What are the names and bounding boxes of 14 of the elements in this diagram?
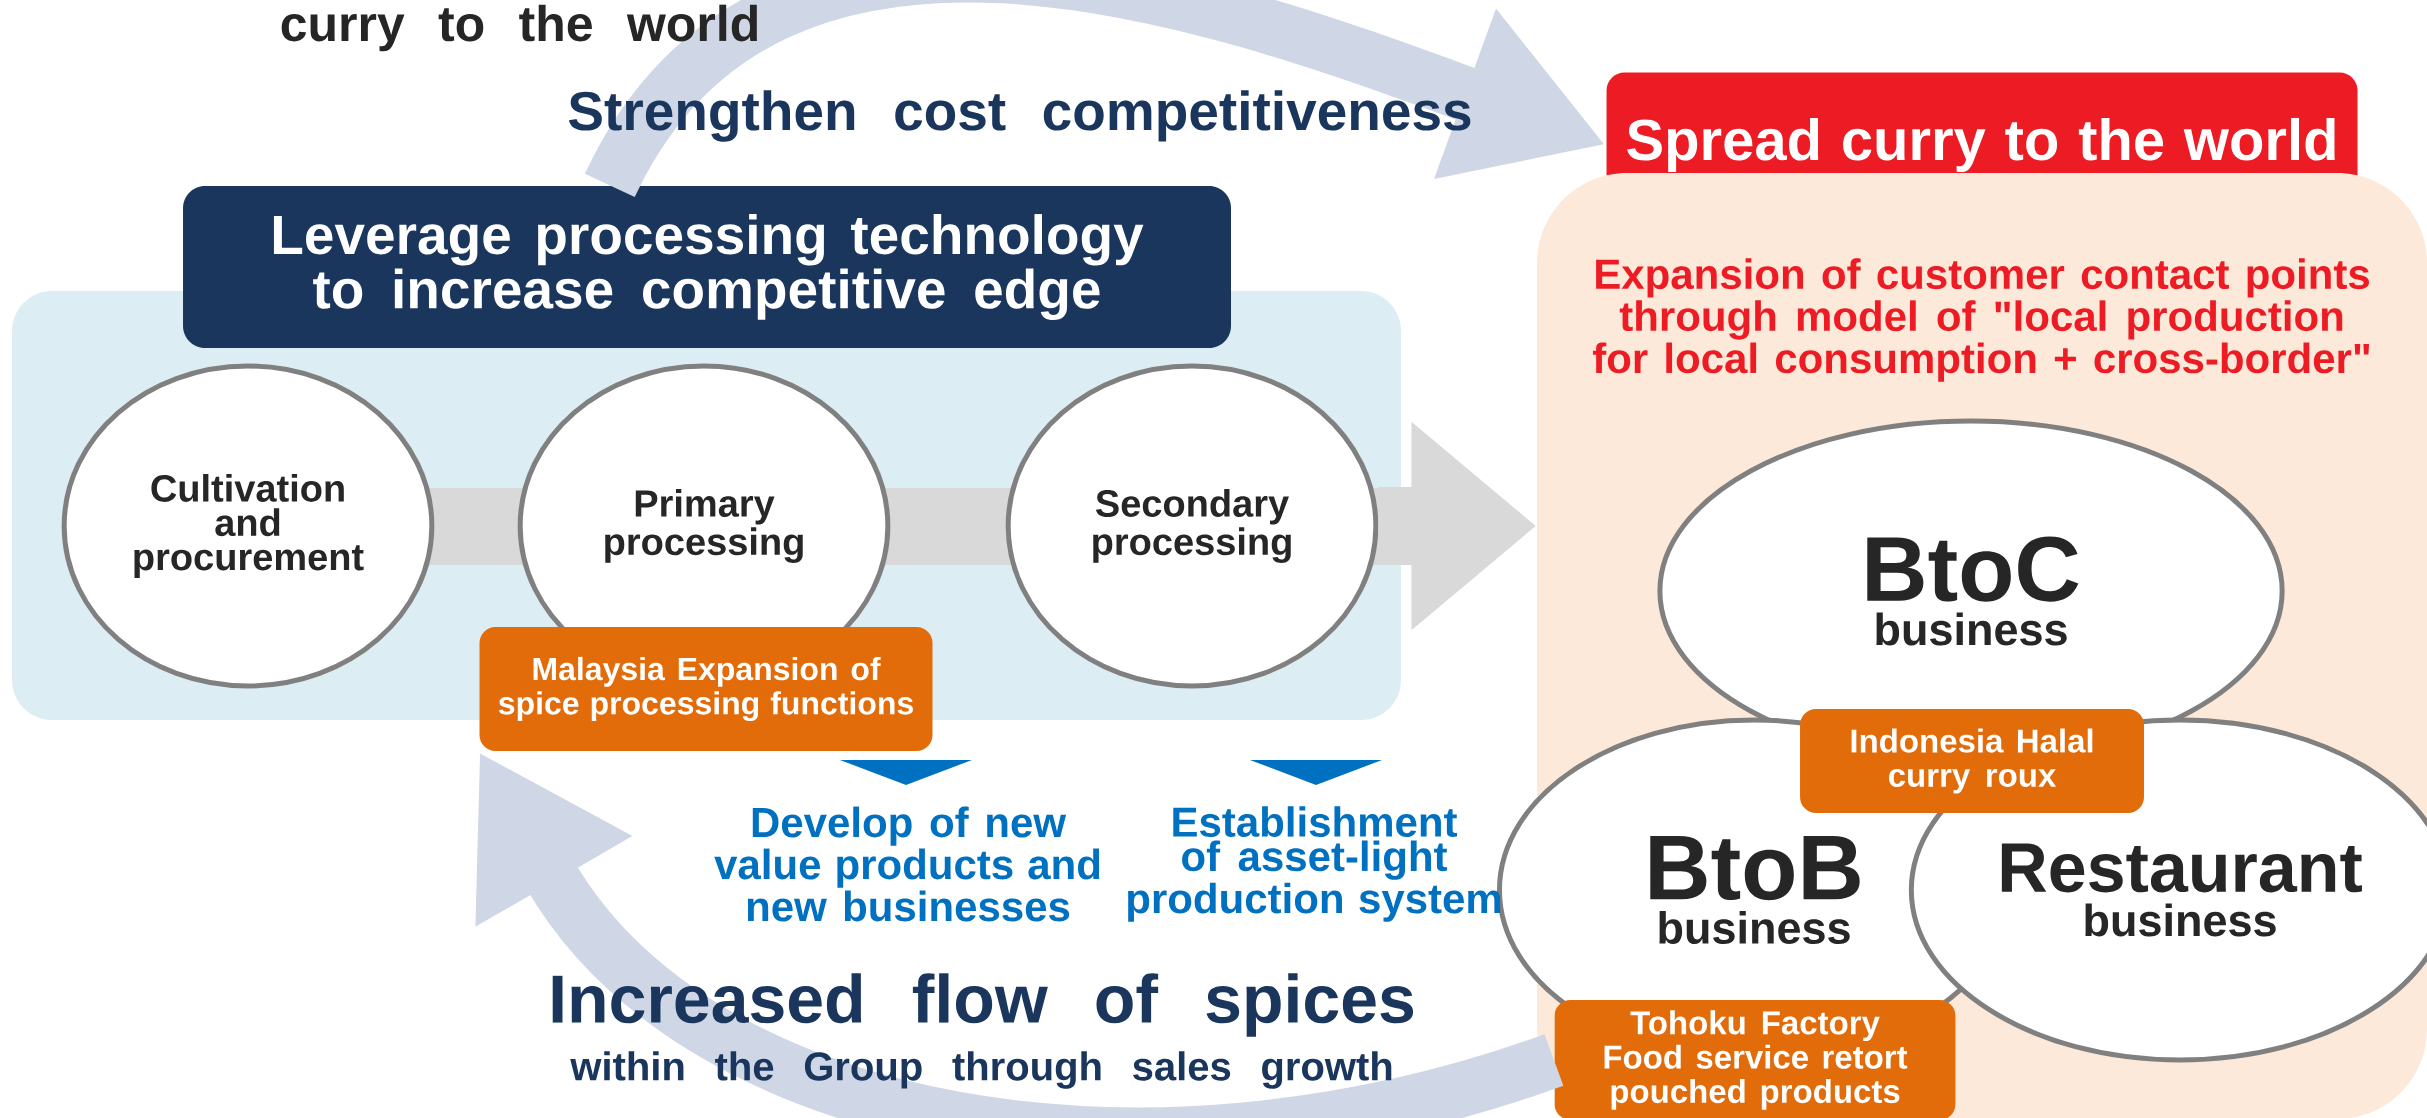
label-box: Tohoku Factory Food service retort pouched products bbox=[1554, 1000, 1956, 1118]
caption-text: Develop of new value products and new businesses bbox=[714, 806, 1100, 922]
caption-text: Establishment of asset-light production system bbox=[1128, 806, 1501, 922]
caption-text: curry to the world bbox=[281, 4, 757, 52]
caption-text: Increased flow of spices bbox=[552, 973, 1414, 1037]
circle-node: Cultivation and procurement bbox=[61, 363, 435, 689]
label-box: Malaysia Expansion of spice processing functions bbox=[479, 627, 933, 751]
label-box: Indonesia Halal curry roux bbox=[1800, 709, 2144, 813]
circle-node: Secondary processing bbox=[1005, 363, 1379, 689]
caption-text: within the Group through sales growth bbox=[570, 1051, 1392, 1089]
node-label: BtoB bbox=[1650, 836, 1860, 901]
caption-text: Strengthen cost competitiveness bbox=[568, 90, 1471, 142]
node-label: business bbox=[1659, 910, 1850, 945]
label-box: Leverage processing technology to increase competitive edge bbox=[183, 186, 1231, 348]
